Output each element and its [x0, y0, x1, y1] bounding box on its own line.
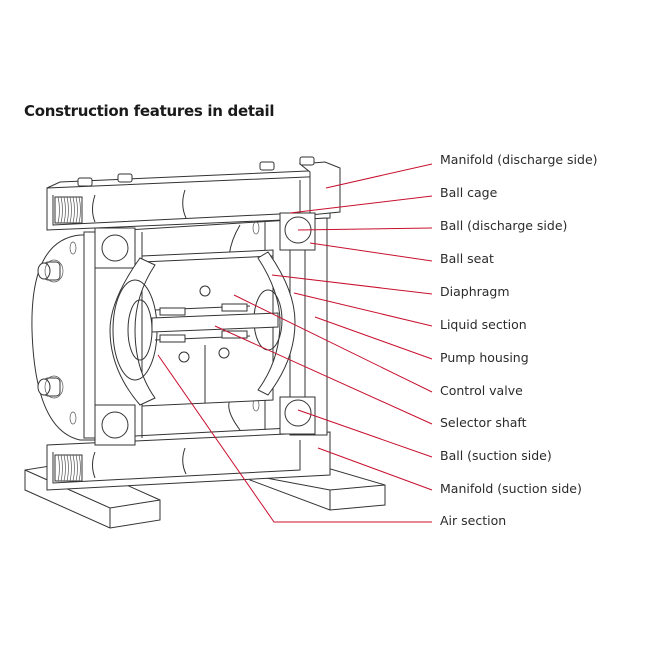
leader-pump-housing [314, 316, 433, 360]
label-ball-cage: Ball cage [440, 185, 498, 200]
right-diaphragm [257, 251, 296, 396]
label-diaphragm: Diaphragm [440, 284, 510, 299]
bottom-manifold-body [46, 431, 331, 491]
ball-cage-bottom-right [279, 396, 316, 435]
leader-liquid-section [293, 292, 433, 327]
label-manifold-suction: Manifold (suction side) [440, 481, 582, 496]
label-manifold-discharge: Manifold (discharge side) [440, 152, 598, 167]
leader-ball-discharge [297, 227, 433, 231]
leader-ball-seat [309, 242, 433, 262]
leader-diaphragm [271, 274, 433, 295]
label-control-valve: Control valve [440, 383, 523, 398]
leader-selector-shaft [214, 325, 433, 425]
pump-illustration [24, 156, 386, 529]
ball-cage-top-left [94, 227, 136, 269]
leader-control-valve [233, 294, 433, 393]
selector-shaft [151, 312, 279, 333]
label-selector-shaft: Selector shaft [440, 415, 527, 430]
top-manifold-body [46, 175, 331, 231]
leader-manifold-discharge [325, 163, 433, 189]
diagram-title: Construction features in detail [24, 102, 275, 120]
label-air-section: Air section [440, 513, 507, 528]
leader-ball-suction [297, 409, 433, 458]
leader-lines [157, 163, 433, 523]
thread-bottom [54, 454, 83, 482]
bolt-lower-left [37, 375, 64, 399]
label-pump-housing: Pump housing [440, 350, 529, 365]
leader-air-section [157, 354, 432, 523]
label-ball-suction: Ball (suction side) [440, 448, 552, 463]
thread-top [54, 196, 83, 224]
label-ball-discharge: Ball (discharge side) [440, 218, 568, 233]
ball-cage-bottom-left [94, 404, 136, 446]
top-nuts [77, 156, 315, 187]
label-ball-seat: Ball seat [440, 251, 494, 266]
label-liquid-section: Liquid section [440, 317, 527, 332]
left-pillar [83, 231, 96, 439]
ball-cage-top-right [279, 212, 316, 251]
bolt-upper-left [37, 259, 64, 283]
leader-manifold-suction [317, 447, 433, 491]
leader-ball-cage [289, 195, 433, 214]
